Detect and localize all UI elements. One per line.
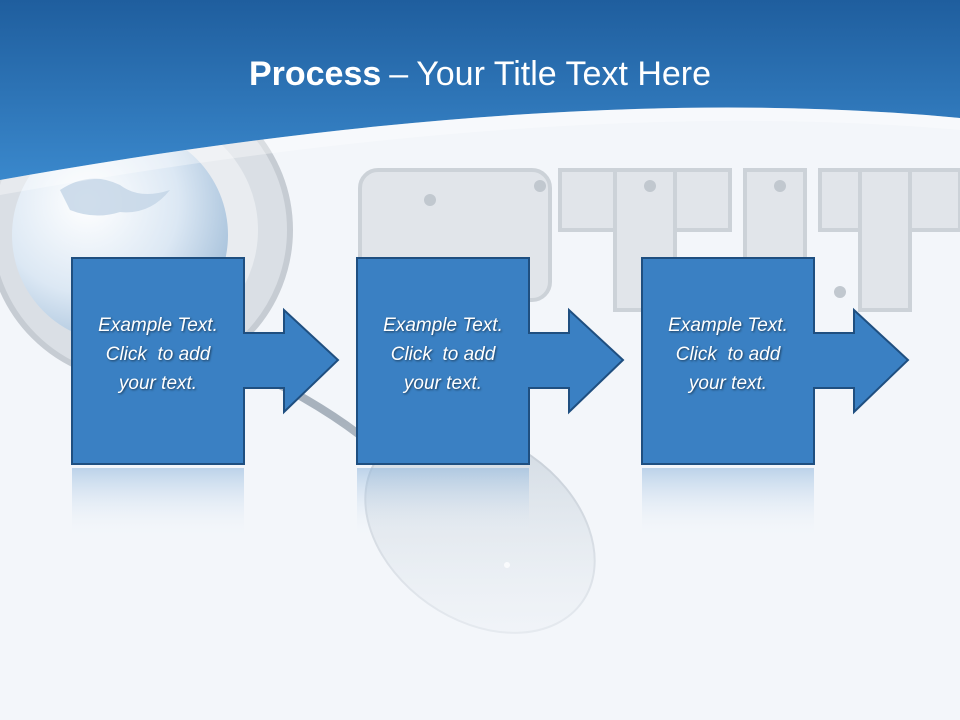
process-step-2-text[interactable]: Example Text. Click to add your text. xyxy=(357,311,529,398)
step-text-line: your text. xyxy=(118,373,198,394)
step-text-line: Click to add xyxy=(390,344,496,365)
step-text-line: Example Text. xyxy=(383,315,503,336)
process-step-1-text[interactable]: Example Text. Click to add your text. xyxy=(72,311,244,398)
title-bold-part: Process xyxy=(248,55,382,93)
title-text: Your Title Text Here xyxy=(416,55,712,93)
process-step-2-arrow-shape[interactable] xyxy=(356,257,625,465)
step-reflection xyxy=(357,468,529,538)
step-text-line: Example Text. xyxy=(668,315,788,336)
step-text-line: your text. xyxy=(688,373,768,394)
step-reflection xyxy=(72,468,244,538)
step-text-line: Click to add xyxy=(105,344,211,365)
step-text-line: Click to add xyxy=(675,344,781,365)
process-step-1-arrow-shape[interactable] xyxy=(71,257,340,465)
step-text-line: your text. xyxy=(403,373,483,394)
slide-title: Process–Your Title Text Here xyxy=(0,52,960,96)
title-separator: – xyxy=(389,55,409,93)
process-step-3-arrow-shape[interactable] xyxy=(641,257,910,465)
step-text-line: Example Text. xyxy=(98,315,218,336)
step-reflection xyxy=(642,468,814,538)
process-step-3-text[interactable]: Example Text. Click to add your text. xyxy=(642,311,814,398)
header-band xyxy=(0,0,960,180)
